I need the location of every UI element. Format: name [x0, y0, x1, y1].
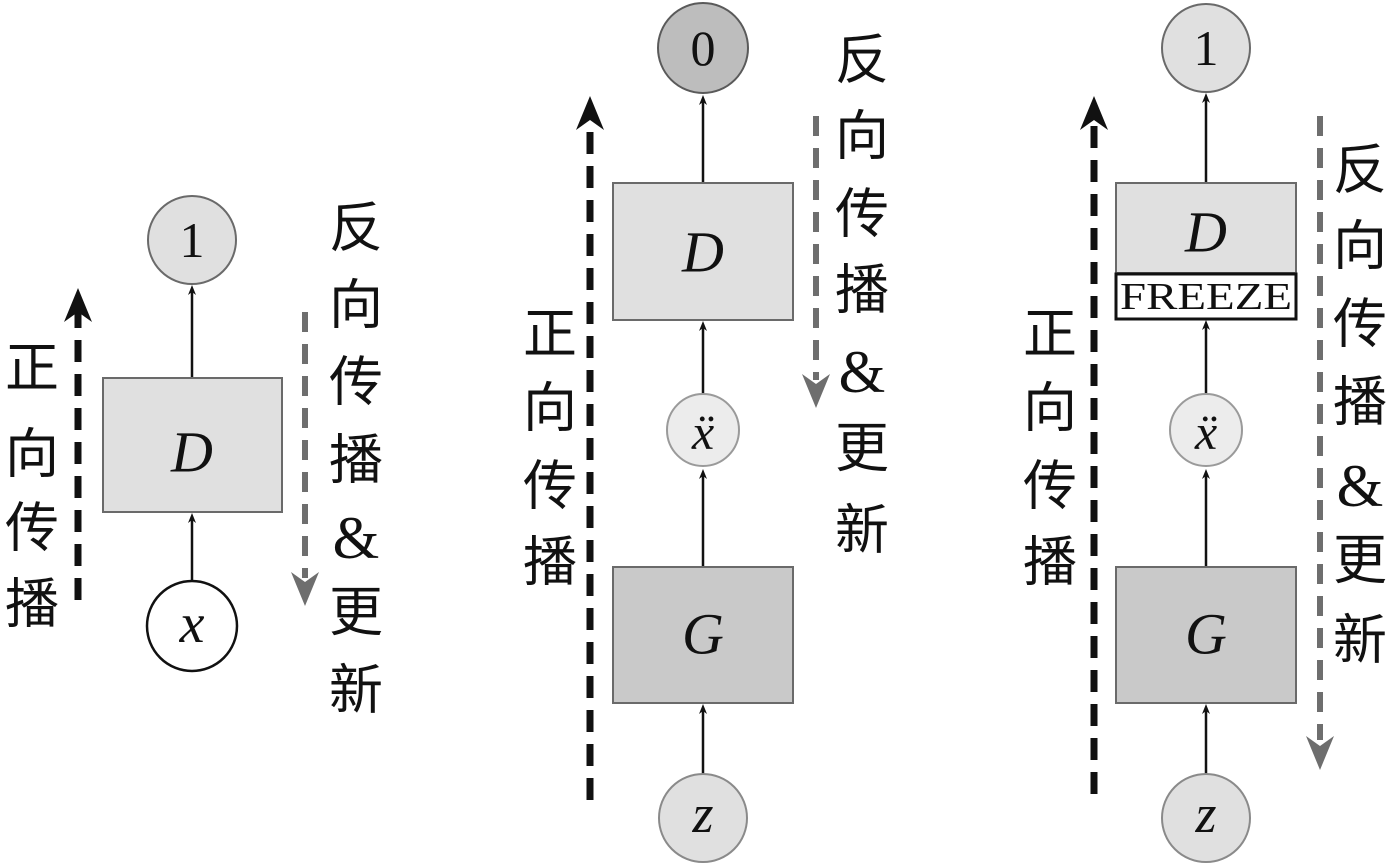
discriminator-label: D: [681, 220, 724, 285]
forward-char: 向: [5, 423, 59, 486]
output-label: 0: [691, 20, 716, 76]
backward-char: 更: [329, 581, 383, 644]
generated-label: ẍ: [691, 404, 714, 460]
backward-char: 传: [835, 183, 889, 246]
output-label: 1: [180, 212, 205, 268]
backward-char: &: [333, 505, 380, 571]
discriminator-box: [612, 182, 794, 321]
noise-label: z: [1194, 784, 1216, 844]
backward-label-2: 反 向 传 播 & 更 新: [835, 29, 889, 562]
generated-node: [666, 393, 740, 467]
backward-char: 反: [329, 197, 383, 260]
forward-char: 播: [5, 573, 59, 636]
output-node: [1161, 3, 1251, 93]
backward-char: &: [839, 339, 886, 405]
backward-label-1: 反 向 传 播 & 更 新: [329, 197, 383, 722]
backward-char: 播: [835, 259, 889, 322]
backward-char: 反: [1333, 139, 1387, 202]
backward-char: 反: [835, 29, 889, 92]
backward-char: 向: [1333, 215, 1387, 278]
backward-char: 播: [1333, 371, 1387, 434]
noise-node: [658, 773, 748, 863]
forward-char: 正: [523, 303, 577, 366]
generated-label: ẍ: [1194, 404, 1217, 460]
forward-label-3: 正 向 传 播: [1023, 303, 1077, 594]
discriminator-label: D: [1184, 200, 1227, 265]
backward-arrowhead-1: [291, 572, 319, 606]
input-node: [145, 579, 239, 673]
backward-char: 传: [1333, 293, 1387, 356]
output-node: [147, 195, 237, 285]
forward-char: 向: [523, 377, 577, 440]
backward-char: 更: [1333, 529, 1387, 592]
discriminator-box: [1115, 182, 1297, 274]
freeze-label: FREEZE: [1120, 276, 1292, 318]
panel-2: 正 向 传 播 0 D ẍ G z 反 向: [523, 2, 889, 863]
backward-char: 新: [329, 659, 383, 722]
noise-node: [1161, 773, 1251, 863]
backward-char: 向: [835, 105, 889, 168]
noise-label: z: [691, 784, 713, 844]
panel-1: 正 向 传 播 1 D x 反 向 传 播 & 更 新: [5, 195, 383, 722]
panel-3: 正 向 传 播 1 D FREEZE ẍ G z: [1023, 3, 1387, 863]
generator-label: G: [682, 602, 724, 667]
backward-char: 更: [835, 417, 889, 480]
generated-node: [1169, 393, 1243, 467]
output-label: 1: [1194, 20, 1219, 76]
backward-arrowhead-2: [802, 374, 830, 408]
forward-label-1: 正 向 传 播: [5, 337, 59, 636]
discriminator-label: D: [170, 420, 213, 485]
discriminator-box: [102, 377, 283, 513]
forward-char: 播: [1023, 531, 1077, 594]
backward-char: 新: [835, 499, 889, 562]
forward-arrowhead-2: [576, 96, 604, 130]
backward-char: &: [1337, 453, 1384, 519]
backward-char: 播: [329, 429, 383, 492]
forward-label-2: 正 向 传 播: [523, 303, 577, 594]
backward-arrowhead-3: [1306, 736, 1334, 770]
forward-arrowhead-1: [64, 288, 92, 322]
freeze-badge: [1114, 272, 1298, 321]
backward-char: 新: [1333, 609, 1387, 672]
backward-char: 向: [329, 274, 383, 337]
forward-char: 正: [5, 337, 59, 400]
generator-label: G: [1185, 602, 1227, 667]
forward-arrowhead-3: [1080, 96, 1108, 130]
generator-box: [1115, 566, 1297, 704]
forward-char: 传: [5, 497, 59, 560]
generator-box: [612, 566, 794, 704]
backward-label-3: 反 向 传 播 & 更 新: [1333, 139, 1387, 672]
backward-char: 传: [329, 351, 383, 414]
output-node: [657, 2, 749, 94]
input-label: x: [179, 593, 205, 655]
forward-char: 正: [1023, 303, 1077, 366]
forward-char: 传: [523, 455, 577, 518]
forward-char: 播: [523, 531, 577, 594]
forward-char: 向: [1023, 377, 1077, 440]
forward-char: 传: [1023, 455, 1077, 518]
